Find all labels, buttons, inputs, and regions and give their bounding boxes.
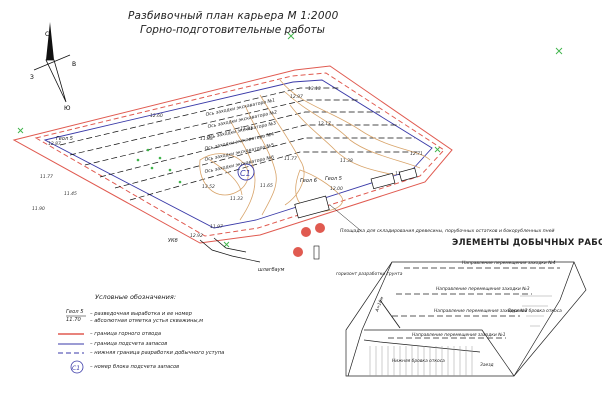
- mining-allotment-boundary: [12, 65, 453, 244]
- svg-text:13.52: 13.52: [202, 184, 215, 190]
- svg-text:Заезд: Заезд: [480, 362, 494, 368]
- geol5-mid-label: Геол 5: [325, 176, 342, 182]
- storage-platforms: [294, 167, 418, 219]
- road-signs: [293, 223, 325, 260]
- legend-item-6: – номер блока подсчета запасов: [90, 364, 180, 370]
- reserve-boundary: [43, 79, 433, 229]
- excavator-axes: [59, 87, 420, 201]
- shlagbaum-label: шлагбаум: [258, 267, 285, 273]
- svg-text:11.90: 11.90: [32, 206, 45, 212]
- svg-text:11.77: 11.77: [40, 174, 53, 180]
- legend-title: Условные обозначения:: [95, 293, 177, 301]
- plan-subtitle: Горно-подготовительные работы: [140, 24, 325, 36]
- survey-markers: [17, 32, 563, 248]
- compass-w: З: [30, 74, 34, 81]
- contour-lines: [199, 79, 431, 221]
- svg-text:Нижняя бровка откоса: Нижняя бровка откоса: [392, 358, 445, 364]
- svg-text:12.00: 12.00: [330, 186, 343, 192]
- trees: [136, 148, 182, 184]
- svg-text:Направление перемещения заходк: Направление перемещения заходки №3: [436, 286, 530, 292]
- block-c1-label: С1: [240, 169, 251, 178]
- svg-text:11.45: 11.45: [64, 191, 77, 197]
- legend-item-1: – разведочная выработка и ее номер: [90, 311, 192, 317]
- svg-text:Направление перемещения заходк: Направление перемещения заходки №4: [462, 260, 556, 266]
- plan-title: Разбивочный план карьера М 1:2000: [128, 10, 339, 22]
- legend-sym-elev: 11.70: [66, 317, 81, 323]
- compass-icon: С В Ю З: [30, 22, 76, 112]
- svg-text:12.97: 12.97: [290, 94, 303, 100]
- svg-text:12.92: 12.92: [190, 233, 203, 239]
- elements-inset: [345, 261, 587, 377]
- svg-text:12.60: 12.60: [150, 113, 163, 119]
- geol5-left-label: Геол 5: [56, 136, 73, 142]
- elements-title: ЭЛЕМЕНТЫ ДОБЫЧНЫХ РАБОТ: [452, 238, 602, 248]
- svg-text:Верхняя бровка откоса: Верхняя бровка откоса: [508, 308, 562, 314]
- svg-text:С1: С1: [72, 365, 80, 372]
- svg-text:А=16м: А=16м: [374, 295, 386, 313]
- compass-e: В: [72, 61, 76, 68]
- legend-sym-geol: Геол 5: [66, 309, 84, 315]
- compass-n: С: [45, 31, 49, 38]
- legend-item-3: – граница горного отвода: [90, 331, 162, 337]
- svg-text:11.88: 11.88: [200, 136, 213, 142]
- elements-labels: Направление перемещения заходки №4 Напра…: [336, 260, 562, 368]
- svg-text:Направление перемещения заходк: Направление перемещения заходки №1: [412, 332, 506, 338]
- compass-s: Ю: [64, 105, 71, 112]
- svg-text:горизонт разработки грунта: горизонт разработки грунта: [336, 271, 403, 277]
- svg-text:12.17: 12.17: [318, 121, 331, 127]
- svg-text:11.33: 11.33: [230, 196, 243, 202]
- legend-item-2: – абсолютная отметка устья скважины,м: [90, 318, 204, 324]
- block-c1-marker: [237, 163, 255, 181]
- svg-text:Направление перемещения заходк: Направление перемещения заходки №2: [434, 308, 528, 314]
- svg-text:11.97: 11.97: [210, 224, 223, 230]
- legend-item-4: – граница подсчета запасов: [90, 341, 168, 347]
- platform-label: Площадка для складирования древесины, по…: [340, 228, 555, 234]
- geol6-label: Геол 6: [300, 178, 317, 184]
- svg-text:13.13: 13.13: [308, 86, 321, 92]
- svg-text:11.81: 11.81: [240, 126, 253, 132]
- svg-text:11.77: 11.77: [284, 156, 297, 162]
- legend-symbols: С1: [58, 315, 86, 374]
- svg-text:11.65: 11.65: [260, 183, 273, 189]
- elevations: 12.87 12.60 11.77 11.45 11.90 11.88 11.8…: [32, 86, 423, 239]
- legend-item-5: – нижняя граница разработки добычного ус…: [90, 350, 225, 356]
- svg-text:11.38: 11.38: [340, 158, 353, 164]
- ramp-label: УКб: [168, 238, 178, 244]
- svg-text:12.71: 12.71: [410, 151, 423, 157]
- svg-text:12.87: 12.87: [48, 141, 61, 147]
